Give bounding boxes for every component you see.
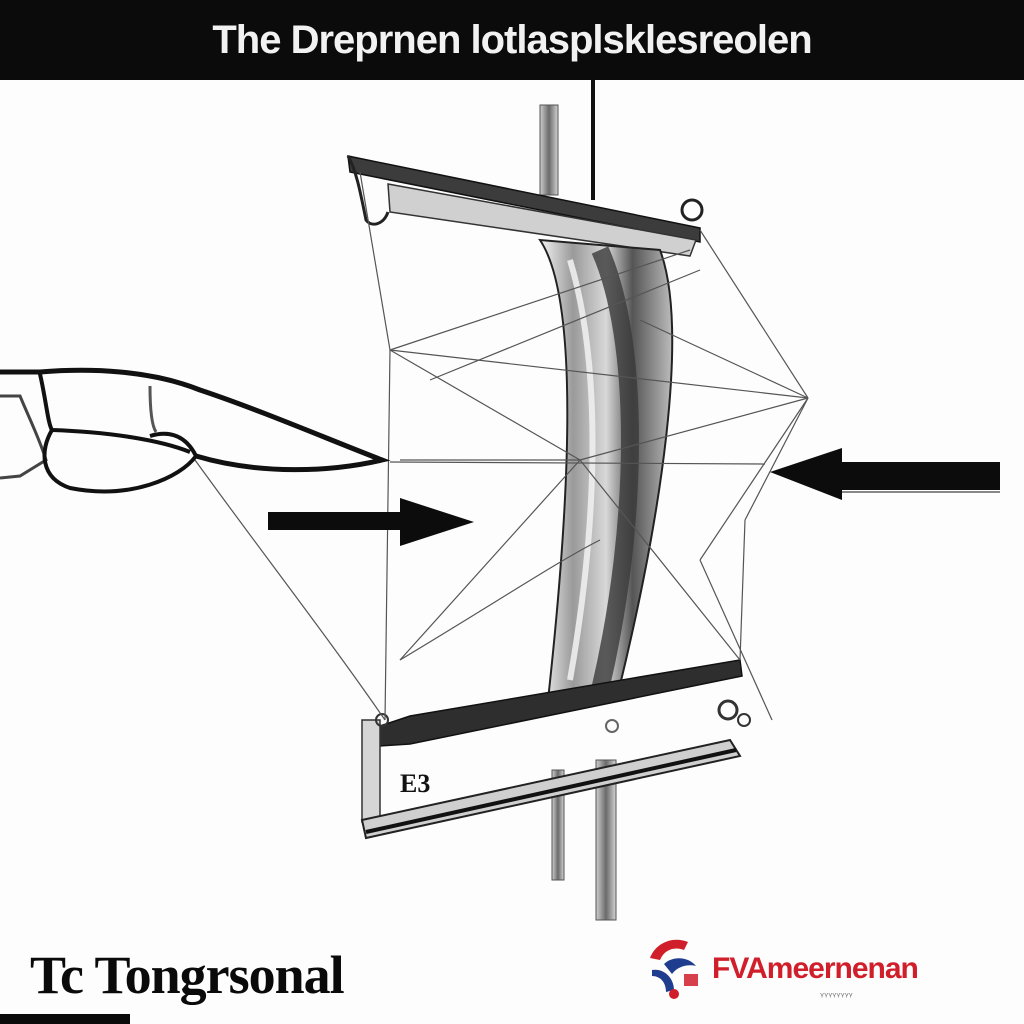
brand-name: FVAmeernenan [712, 952, 919, 985]
diagram-canvas: E3 [0, 80, 1000, 921]
brand-block: FVAmeernenan ᵞᵞᵞᵞᵞᵞᵞᵞ [644, 934, 1004, 1014]
brand-logo-icon [650, 939, 698, 999]
caption-left: Tc Tongrsonal [30, 945, 345, 1005]
force-arrow-left [770, 448, 1000, 500]
upper-pole [539, 80, 595, 200]
hand-lever [0, 367, 391, 494]
truss-wires [194, 171, 809, 721]
force-arrow-right [268, 498, 474, 546]
caption-underline [0, 1014, 130, 1024]
diagram-title: The Dreprnen lotlasplsklesreolen [212, 17, 812, 62]
title-bar: The Dreprnen lotlasplsklesreolen [0, 0, 1024, 80]
diagram-label: E3 [400, 769, 430, 798]
curved-beam [538, 238, 674, 702]
top-frame-bar [346, 155, 704, 257]
bottom-frame-bar [360, 659, 751, 840]
brand-subtitle: ᵞᵞᵞᵞᵞᵞᵞᵞ [820, 990, 853, 1003]
lower-poles [551, 759, 617, 921]
